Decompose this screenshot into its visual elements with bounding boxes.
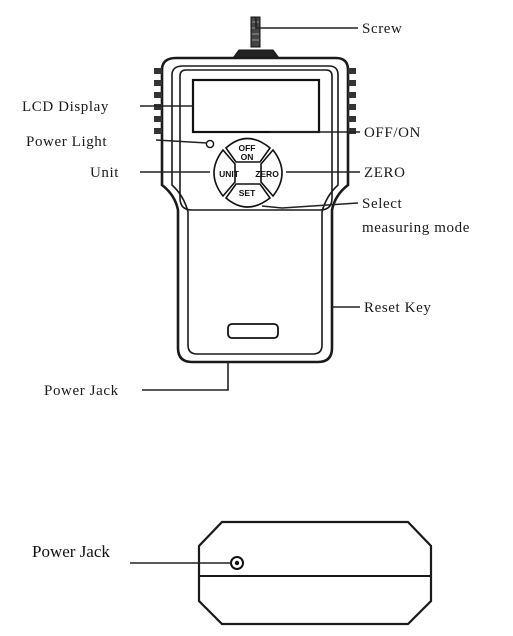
reset-key-slot[interactable] [227, 323, 279, 339]
label-off-on: OFF/ON [364, 125, 421, 141]
unit-button-text: UNIT [219, 169, 240, 179]
label-measuring-mode: measuring mode [362, 220, 470, 236]
label-zero: ZERO [364, 165, 406, 181]
labels: Screw LCD Display Power Light OFF/ON Uni… [22, 21, 470, 399]
label-lcd-display: LCD Display [22, 99, 109, 115]
lcd-screen [191, 78, 321, 134]
label-unit: Unit [90, 165, 119, 181]
off-on-button[interactable] [224, 137, 272, 163]
set-button-text: SET [239, 188, 256, 198]
label-power-jack-bottom: Power Jack [32, 542, 110, 561]
on-button-text: ON [241, 152, 254, 162]
unit-button[interactable] [213, 148, 236, 198]
power-light-led [205, 139, 215, 149]
label-select: Select [362, 196, 402, 212]
device-front-view: OFF ON UNIT ZERO SET Screw LCD Display P… [22, 16, 470, 399]
power-jack-port-inner [234, 560, 240, 566]
set-button[interactable] [224, 183, 272, 208]
off-button-text: OFF [239, 143, 256, 153]
left-grip [154, 68, 162, 134]
bottom-outline [197, 520, 433, 626]
label-power-jack-top: Power Jack [44, 383, 119, 399]
zero-button[interactable] [260, 148, 283, 198]
right-grip [348, 68, 356, 134]
front-panel [179, 69, 333, 211]
device-bottom-view: Power Jack [32, 520, 433, 626]
zero-button-text: ZERO [255, 169, 279, 179]
label-power-light: Power Light [26, 134, 107, 150]
label-reset-key: Reset Key [364, 300, 431, 316]
label-screw: Screw [362, 21, 403, 37]
device-inner-body [171, 65, 339, 355]
button-cluster: OFF ON UNIT ZERO SET [213, 137, 283, 208]
leader-lines [140, 17, 360, 391]
